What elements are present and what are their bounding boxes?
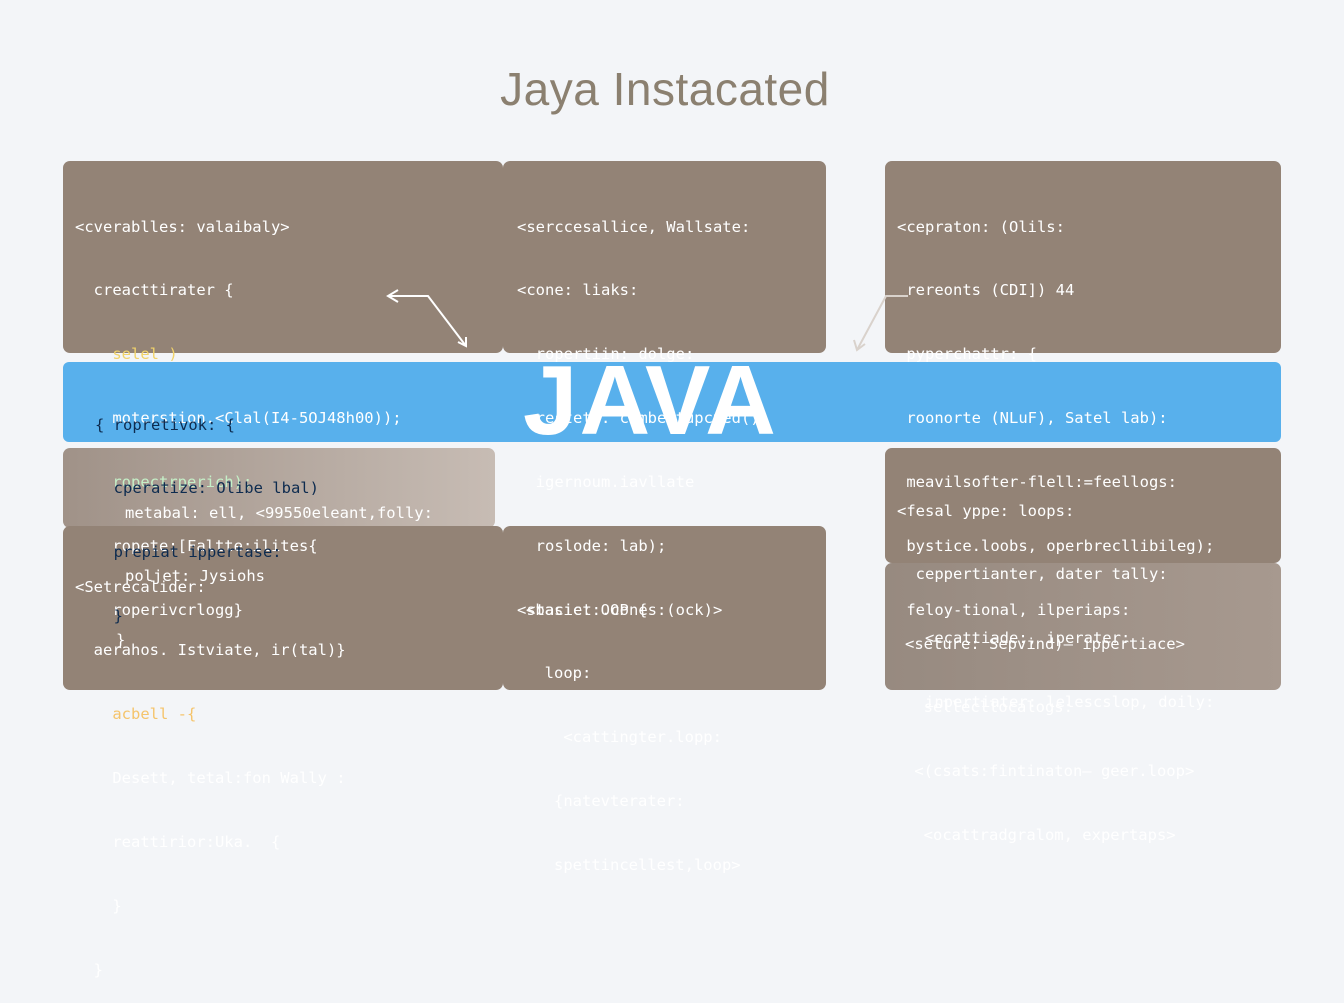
code-panel-bottom-left <box>63 526 503 690</box>
code-line: igernoum.iavllate <box>517 473 695 492</box>
code-line: <basic: OOP { <box>526 600 648 619</box>
code-line: restett. combertupcted() <box>517 409 760 428</box>
code-panel-top-right <box>885 161 1281 353</box>
code-line: aerahos. Istviate, ir(tal)} <box>75 641 346 660</box>
code-line: inpertiater: lelescslop, doily: <box>897 693 1215 712</box>
code-line: ropertiin: dolge: <box>517 345 695 364</box>
code-panel-middle-left <box>63 448 495 528</box>
code-panel-bottom-middle <box>503 526 826 690</box>
page-title: Jaya Instacated <box>500 63 830 115</box>
code-line: pyperchattr: { <box>897 345 1037 364</box>
code-line: } <box>75 960 103 979</box>
code-line: moterstion.<Clal(I4-5OJ48h00)); <box>75 409 402 428</box>
code-line: <cattingter.lopp: <box>526 728 722 747</box>
code-bottom-middle: <basic: OOP { loop: <cattingter.lopp: {n… <box>526 557 741 898</box>
code-line: Desett, tetal:fon Wally : <box>75 769 346 788</box>
code-line: <Setrecalider: <box>75 577 206 596</box>
code-line: rereonts (CDI]) 44 <box>897 281 1075 300</box>
code-line: <staciet:.cones:(ock)> <box>517 600 723 619</box>
code-line: <seture: Sepvind)— ippertiace> <box>905 634 1185 653</box>
code-line: reattirior:Uka. { <box>75 833 281 852</box>
code-line: roperivcrlogg} <box>75 600 243 619</box>
code-top-left: <cverablles: valaibaly> creacttirater { … <box>75 174 402 643</box>
code-middle-left: metabal: ell, <99550eleant,folly: poljet… <box>116 460 433 673</box>
code-line: roonorte (NLuF), Satel lab): <box>897 409 1168 428</box>
code-line: } <box>95 607 123 626</box>
code-line: <ecattiade:, iperater: <box>897 629 1131 648</box>
code-line: <ocattradgralom, expertaps> <box>905 826 1176 845</box>
code-line: loop: <box>526 664 592 683</box>
java-banner <box>63 362 1281 442</box>
code-line: ceppertianter, dater tally: <box>897 565 1168 584</box>
code-line: metabal: ell, <99550eleant,folly: <box>125 503 433 522</box>
code-line: spettincellest,loop> <box>526 856 741 875</box>
code-line: <cepraton: (Olils: <box>897 217 1065 236</box>
code-line: prepiat ippertase: <box>95 543 282 562</box>
code-line: ropete:[Faltte:ilites{ <box>75 537 318 556</box>
code-line: roslode: lab); <box>517 537 667 556</box>
code-line: acbell -{ <box>75 705 197 724</box>
code-line: ropectrperich); <box>75 473 253 492</box>
code-line: meavilsofter-flell:=feellogs: <box>897 473 1177 492</box>
code-panel-bottom-right <box>885 563 1281 690</box>
code-line: } <box>75 897 122 916</box>
code-top-middle: <serccesallice, Wallsate: <cone: liaks: … <box>517 174 760 643</box>
code-line: poljet: Jysiohs <box>125 567 265 586</box>
code-line: <(csats:fintinaton— geer.loop> <box>905 762 1195 781</box>
code-line: {natevterater: <box>526 792 685 811</box>
code-line: feloy-tional, ilperiaps: <box>897 600 1131 619</box>
code-line: sellecllocalogs: <box>905 698 1073 717</box>
code-line: <fesal yppe: loops: <box>897 501 1075 520</box>
code-top-right: <cepraton: (Olils: rereonts (CDI]) 44 py… <box>897 174 1214 643</box>
code-line: creacttirater { <box>75 281 234 300</box>
code-band-left: { ropretivok: { cperatize: Olibe lbal) p… <box>95 372 319 649</box>
code-line: bystice.loobs, operbrecllibileg); <box>897 537 1215 556</box>
code-middle-right: <fesal yppe: loops: ceppertianter, dater… <box>897 458 1214 735</box>
java-banner-text: JAVA <box>523 345 778 455</box>
code-line: } <box>116 631 126 650</box>
code-bottom-right: <seture: Sepvind)— ippertiace> sellecllo… <box>905 591 1194 868</box>
code-panel-top-middle <box>503 161 826 353</box>
code-panel-middle-right <box>885 448 1281 563</box>
code-line: <cone: liaks: <box>517 281 639 300</box>
code-bottom-left: <Setrecalider: aerahos. Istviate, ir(tal… <box>75 534 346 1003</box>
code-line: <cverablles: valaibaly> <box>75 217 290 236</box>
code-line: cperatize: Olibe lbal) <box>95 479 319 498</box>
code-line: selel ) <box>75 345 178 364</box>
code-line: <serccesallice, Wallsate: <box>517 217 751 236</box>
code-line: { ropretivok: { <box>95 415 235 434</box>
